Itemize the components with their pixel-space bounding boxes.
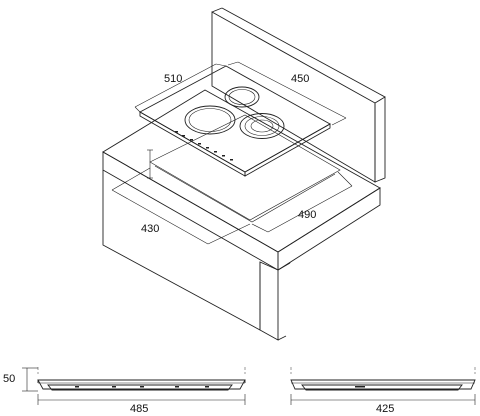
side-view — [37, 367, 246, 391]
dimension-label-490: 490 — [298, 209, 316, 221]
control-panel-marks — [175, 131, 233, 161]
dimension-label-430: 430 — [141, 223, 159, 235]
dimension-425: 425 — [290, 394, 476, 415]
dimension-430: 430 — [111, 167, 251, 245]
dimension-label-485: 485 — [130, 403, 148, 415]
dimension-450: 450 — [227, 61, 347, 126]
front-view — [290, 367, 476, 391]
dimension-label-50: 50 — [3, 373, 15, 385]
burner-rear — [224, 86, 260, 108]
burner-left — [184, 105, 236, 135]
thickness-marker — [147, 149, 153, 179]
cabinet — [102, 170, 291, 341]
dimension-label-510: 510 — [164, 73, 182, 85]
back-wall — [211, 7, 386, 183]
dimension-label-425: 425 — [376, 403, 394, 415]
dimension-50: 50 — [3, 367, 38, 392]
worktop — [102, 89, 381, 271]
dimension-485: 485 — [37, 394, 246, 415]
hob — [139, 65, 331, 177]
dimension-490: 490 — [251, 171, 353, 233]
burner-right — [239, 113, 285, 139]
dimension-510: 510 — [134, 63, 227, 113]
dimension-label-450: 450 — [291, 73, 309, 85]
